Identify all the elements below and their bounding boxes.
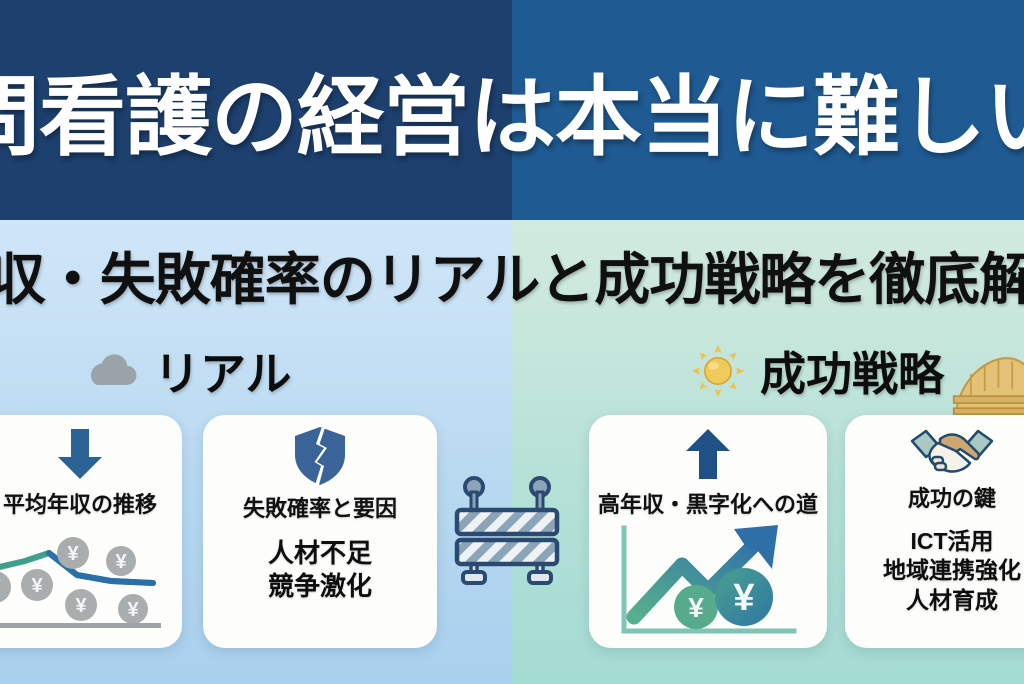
card-title: 平均年収の推移 [2,492,157,517]
declining-line-chart-icon: ¥¥¥ ¥¥¥ [0,537,161,628]
svg-text:¥: ¥ [67,543,79,565]
card-path-to-high-income[interactable]: 高年収・黒字化への道 ¥ ¥ [589,415,827,648]
svg-text:¥: ¥ [31,575,43,597]
card-lines: ICT活用 地域連携強化 人材育成 [883,527,1021,615]
rising-arrow-chart-icon: ¥ ¥ [621,525,797,634]
sun-icon [691,344,745,398]
card-failure-rate-causes[interactable]: 失敗確率と要因 人材不足 競争激化 [203,415,437,648]
header-band [0,0,1024,220]
svg-text:¥: ¥ [127,599,139,621]
card-line: 競争激化 [267,571,372,602]
card-lines: 人材不足 競争激化 [268,537,372,604]
up-arrow-icon [686,429,730,479]
card-title: 高年収・黒字化への道 [597,492,818,517]
card-title: 失敗確率と要因 [242,496,397,521]
card-line: 地域連携強化 [883,557,1021,584]
header-right-half [512,0,1024,220]
card-title: 成功の鍵 [907,486,996,511]
broken-shield-icon [295,427,345,485]
section-header-real: リアル [84,340,292,402]
section-label-strategy: 成功戦略 [760,348,944,400]
svg-text:¥: ¥ [115,551,127,573]
card-line: 人材育成 [906,586,998,613]
cloud-icon [91,354,137,385]
page-title: 訪問看護の経営は本当に難しい？ [0,69,1024,166]
page-subtitle: 年収・失敗確率のリアルと成功戦略を徹底解説 [0,247,1024,311]
down-arrow-icon [58,429,102,479]
bridge-icon [952,357,1024,417]
header-left-half [0,0,512,220]
card-average-income-trend[interactable]: 平均年収の推移 ¥¥¥ ¥¥¥ [0,415,182,648]
handshake-icon [910,429,994,473]
card-line: ICT活用 [910,528,994,554]
svg-text:¥: ¥ [75,595,87,617]
card-line: 人材不足 [267,538,372,568]
card-keys-to-success[interactable]: 成功の鍵 ICT活用 地域連携強化 人材育成 [845,415,1024,648]
section-label-real: リアル [154,348,292,400]
svg-text:¥: ¥ [688,592,704,623]
svg-text:¥: ¥ [733,577,754,619]
section-header-strategy: 成功戦略 [690,340,944,402]
barrier-icon [454,476,560,585]
